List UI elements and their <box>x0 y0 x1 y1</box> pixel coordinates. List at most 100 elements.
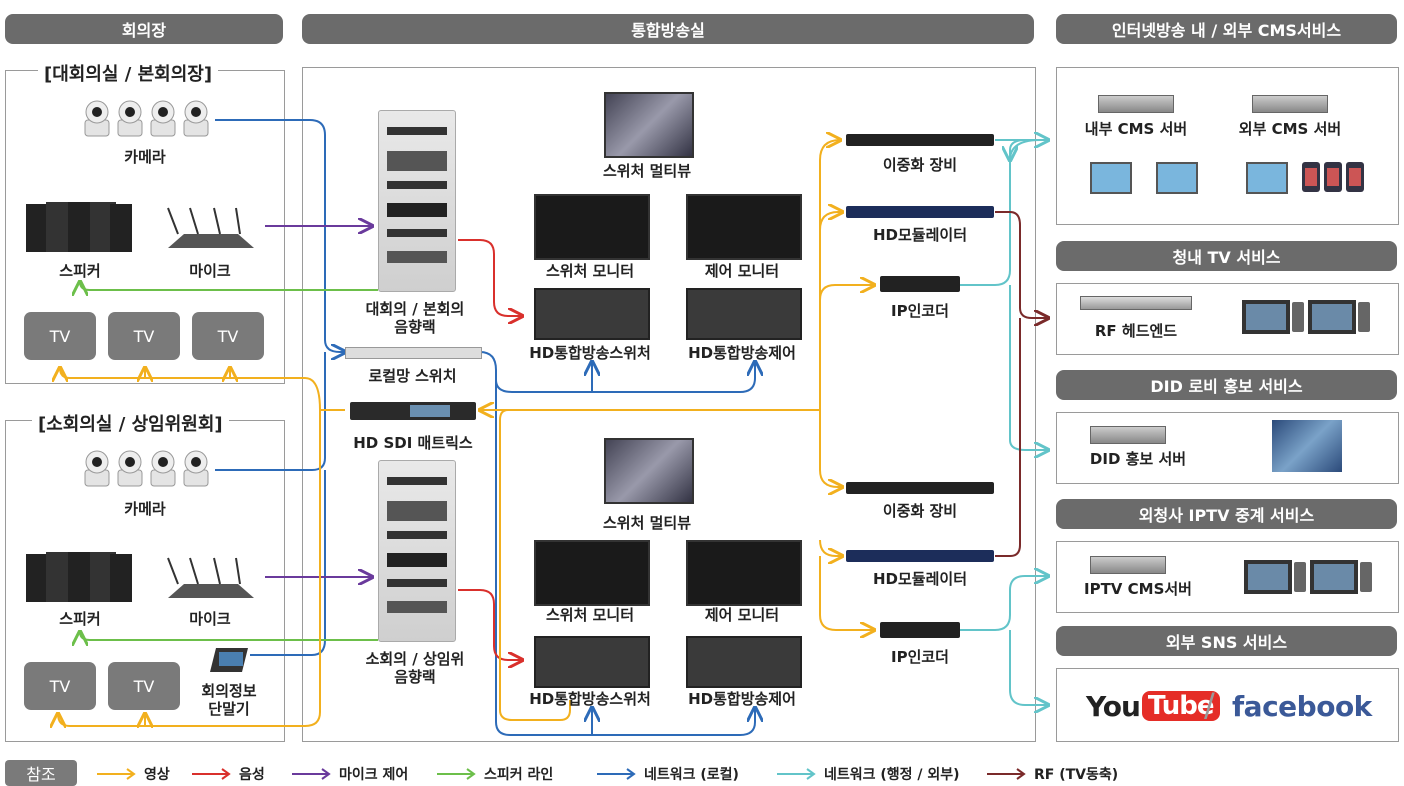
ptz-camera-icon <box>82 98 112 138</box>
tv-set-icon <box>1240 292 1372 336</box>
external-cms-label: 외부 CMS 서버 <box>1238 120 1342 138</box>
header-sns-service: 외부 SNS 서비스 <box>1056 626 1397 656</box>
legend-title: 참조 <box>5 760 77 786</box>
youtube-logo[interactable]: You Tube <box>1086 688 1220 724</box>
sdi-matrix-icon <box>350 402 476 420</box>
speaker-icon <box>26 550 132 604</box>
legend-arrow-icon <box>192 768 231 780</box>
tv-2: TV <box>108 312 180 360</box>
mic-icon <box>158 204 264 250</box>
tv-4: TV <box>24 662 96 710</box>
ptz-camera-icon <box>115 98 145 138</box>
legend-item: 음성 <box>191 764 265 784</box>
header-did-service: DID 로비 홍보 서비스 <box>1056 370 1397 400</box>
control-monitor <box>686 194 802 260</box>
youtube-logo-text: You <box>1086 689 1141 723</box>
rf-headend-label: RF 헤드엔드 <box>1094 322 1178 340</box>
pc-icon <box>1156 162 1198 194</box>
redundancy-device <box>846 134 994 146</box>
ptz-camera-icon <box>181 448 211 488</box>
hd-control-cabinet <box>686 288 802 340</box>
header-iptv-service: 외청사 IPTV 중계 서비스 <box>1056 499 1397 529</box>
multiview-monitor <box>604 92 694 158</box>
legend-arrow-icon <box>987 768 1026 780</box>
speaker-label-1: 스피커 <box>59 262 101 280</box>
multiview-monitor <box>604 438 694 504</box>
legend: 영상 음성 마이크 제어 스피커 라인 네트워크 (로컬) 네트워크 (행정 / 외부) R… <box>96 760 1396 786</box>
header-tv-service: 청내 TV 서비스 <box>1056 241 1397 271</box>
sns-slash: / <box>1204 686 1215 724</box>
pc-icon <box>1090 162 1132 194</box>
hd-switcher-label-2: HD통합방송스위처 <box>529 690 651 708</box>
control-monitor-label-2: 제어 모니터 <box>704 606 780 624</box>
ip-encoder-label-2: IP인코더 <box>891 648 949 666</box>
switcher-monitor-label-2: 스위처 모니터 <box>545 606 635 624</box>
mic-icon <box>158 554 264 600</box>
audio-rack-2 <box>378 460 456 642</box>
header-broadcast: 통합방송실 <box>302 14 1034 44</box>
switcher-monitor <box>534 194 650 260</box>
ip-encoder-device <box>880 622 960 638</box>
redundancy-device <box>846 482 994 494</box>
modulator-label-2: HD모듈레이터 <box>872 570 967 588</box>
multiview-label-1: 스위처 멀티뷰 <box>602 162 692 180</box>
tv-set-icon <box>1242 552 1374 596</box>
sns-service-panel <box>1056 668 1399 742</box>
switcher-monitor-label-1: 스위처 모니터 <box>545 262 635 280</box>
info-terminal-label: 회의정보 단말기 <box>201 682 257 718</box>
legend-item: 영상 <box>96 764 170 784</box>
cms-panel <box>1056 67 1399 225</box>
ip-encoder-device <box>880 276 960 292</box>
mic-label-2: 마이크 <box>189 610 231 628</box>
ip-encoder-label-1: IP인코더 <box>891 302 949 320</box>
legend-label: 음성 <box>239 767 265 783</box>
legend-label: 영상 <box>144 767 170 783</box>
modulator-device <box>846 550 994 562</box>
ptz-camera-icon <box>115 448 145 488</box>
control-monitor-label-1: 제어 모니터 <box>704 262 780 280</box>
camera-label-2: 카메라 <box>124 500 166 518</box>
iptv-cms-label: IPTV CMS서버 <box>1084 580 1192 598</box>
internal-cms-label: 내부 CMS 서버 <box>1084 120 1188 138</box>
legend-item: 마이크 제어 <box>291 764 408 784</box>
legend-arrow-icon <box>597 768 636 780</box>
mic-label-1: 마이크 <box>189 262 231 280</box>
legend-arrow-icon <box>292 768 331 780</box>
ptz-camera-icon <box>148 98 178 138</box>
modulator-device <box>846 206 994 218</box>
info-terminal-icon <box>208 644 250 674</box>
switcher-monitor <box>534 540 650 606</box>
legend-label: RF (TV동축) <box>1034 767 1119 783</box>
legend-arrow-icon <box>777 768 816 780</box>
camera-label-1: 카메라 <box>124 148 166 166</box>
legend-arrow-icon <box>437 768 476 780</box>
ptz-camera-icon <box>82 448 112 488</box>
local-switch-label: 로컬망 스위치 <box>368 367 457 385</box>
facebook-logo[interactable]: facebook <box>1232 690 1372 723</box>
internal-cms-server-icon <box>1098 95 1174 113</box>
legend-item: 네트워크 (로컬) <box>596 764 739 784</box>
legend-item: 네트워크 (행정 / 외부) <box>776 764 960 784</box>
audio-rack-2-label: 소회의 / 상임위 음향랙 <box>365 650 465 686</box>
youtube-logo-box: Tube <box>1141 691 1220 721</box>
legend-arrow-icon <box>97 768 136 780</box>
control-monitor <box>686 540 802 606</box>
redundancy-label-1: 이중화 장비 <box>882 156 958 174</box>
hd-control-label-2: HD통합방송제어 <box>688 690 796 708</box>
rf-headend-icon <box>1080 296 1192 310</box>
header-conference: 회의장 <box>5 14 283 44</box>
legend-label: 스피커 라인 <box>484 767 554 783</box>
room2-title: [소회의실 / 상임위원회] <box>32 410 229 436</box>
multiview-label-2: 스위처 멀티뷰 <box>602 514 692 532</box>
ptz-camera-icon <box>181 98 211 138</box>
hd-control-cabinet <box>686 636 802 688</box>
room1-title: [대회의실 / 본회의장] <box>38 60 219 86</box>
legend-label: 네트워크 (행정 / 외부) <box>824 767 960 783</box>
did-display-icon <box>1272 420 1342 472</box>
hd-control-label-1: HD통합방송제어 <box>688 344 796 362</box>
tv-3: TV <box>192 312 264 360</box>
legend-label: 네트워크 (로컬) <box>644 767 739 783</box>
did-server-label: DID 홍보 서버 <box>1089 450 1187 468</box>
audio-rack-1 <box>378 110 456 292</box>
